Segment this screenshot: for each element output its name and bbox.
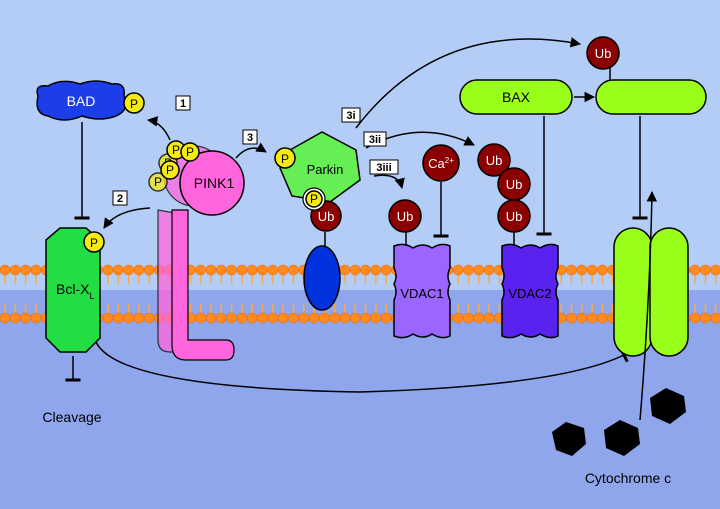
step2-arrow <box>103 207 151 229</box>
svg-text:P: P <box>172 143 180 157</box>
parkin-outer-ub-group: Ub P <box>302 187 342 311</box>
bax-protein: BAX <box>459 79 573 115</box>
matrix-region <box>0 290 720 509</box>
vdac1-channel: VDAC1 <box>393 243 451 339</box>
parkin-phospho: P <box>274 147 296 169</box>
bcl-inhibits-channel-arrow <box>95 341 629 393</box>
vdac2-label: VDAC2 <box>508 286 551 301</box>
step3iii-arrow <box>373 174 405 190</box>
parkin-protein: Parkin <box>279 131 361 203</box>
parkin-label: Parkin <box>307 162 344 177</box>
svg-text:1: 1 <box>180 98 186 110</box>
vdac1-ub: Ub <box>388 199 422 246</box>
bcl-xl-protein: Bcl-XL <box>45 227 101 353</box>
svg-text:P: P <box>130 97 138 111</box>
step1-arrow <box>146 116 171 141</box>
svg-text:P: P <box>281 152 289 166</box>
step3i-arrow <box>355 37 582 129</box>
svg-text:3: 3 <box>247 132 253 144</box>
svg-text:3ii: 3ii <box>369 134 381 146</box>
step3-arrow <box>235 142 267 159</box>
svg-text:P: P <box>186 145 194 159</box>
bad-phospho: P <box>123 92 145 114</box>
vdac1-label: VDAC1 <box>400 286 443 301</box>
svg-text:Ub: Ub <box>397 209 414 224</box>
step-2-badge: 2 <box>112 190 128 206</box>
pink1-label: PINK1 <box>194 175 235 191</box>
vdac2-ub-chain: Ub Ub Ub <box>477 143 531 246</box>
svg-text:2: 2 <box>117 193 123 205</box>
svg-text:3i: 3i <box>346 110 355 122</box>
cytochrome-c-molecules <box>552 388 686 456</box>
svg-text:3iii: 3iii <box>376 162 391 174</box>
step-3-badge: 3 <box>242 129 258 145</box>
membrane-bilayer <box>0 264 720 324</box>
svg-text:Ub: Ub <box>486 153 503 168</box>
step-3iii-badge: 3iii <box>369 159 399 175</box>
svg-text:P: P <box>310 192 318 206</box>
bcl-phospho: P <box>83 231 105 253</box>
svg-text:P: P <box>166 163 174 177</box>
pink1-phospho-group: P P P P P <box>148 140 200 192</box>
svg-text:Ca2+: Ca2+ <box>428 156 454 171</box>
bad-label: BAD <box>67 93 96 109</box>
bcl-xl-label: Bcl-XL <box>56 281 94 301</box>
step-3ii-badge: 3ii <box>363 131 387 147</box>
step-3i-badge: 3i <box>341 107 361 123</box>
calcium-ion: Ca2+ <box>422 144 460 182</box>
svg-text:Ub: Ub <box>318 209 335 224</box>
vdac2-channel: VDAC2 <box>501 243 559 339</box>
pink1-protein: PINK1 <box>157 145 245 361</box>
step-1-badge: 1 <box>175 95 191 111</box>
bax-ubiquitinated: Ub <box>586 36 707 115</box>
cytochrome-c-label: Cytochrome c <box>585 470 671 486</box>
svg-text:P: P <box>90 236 98 250</box>
bax-pore-channel <box>613 227 689 357</box>
bax-label: BAX <box>502 89 531 105</box>
svg-text:Ub: Ub <box>595 46 612 61</box>
cytochrome-release-arrow <box>639 190 658 421</box>
bad-protein: BAD <box>36 80 127 121</box>
svg-text:Ub: Ub <box>506 177 523 192</box>
svg-text:P: P <box>154 175 162 189</box>
svg-text:Ub: Ub <box>506 209 523 224</box>
cleavage-label: Cleavage <box>42 409 101 425</box>
